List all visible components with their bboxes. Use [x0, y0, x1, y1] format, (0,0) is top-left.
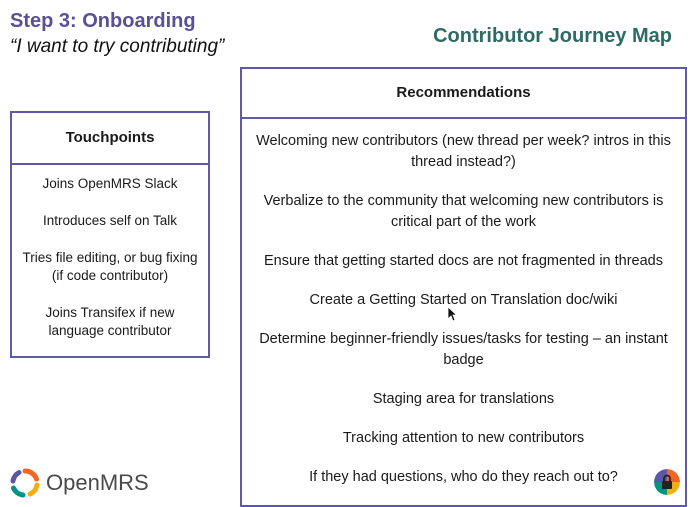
- recommendations-panel: Recommendations Welcoming new contributo…: [240, 67, 687, 507]
- recommendation-item: If they had questions, who do they reach…: [309, 469, 618, 485]
- openmrs-logo-icon: [10, 468, 40, 498]
- touchpoints-panel: Touchpoints Joins OpenMRS Slack Introduc…: [10, 111, 210, 358]
- step-title: Step 3: Onboarding: [10, 10, 196, 32]
- recommendation-item: Verbalize to the community that welcomin…: [263, 193, 664, 230]
- step-quote: “I want to try contributing”: [10, 36, 225, 57]
- journey-map-title: Contributor Journey Map: [433, 25, 672, 47]
- recommendation-item: Welcoming new contributors (new thread p…: [256, 133, 671, 170]
- lock-icon[interactable]: [654, 469, 680, 495]
- touchpoints-header: Touchpoints: [12, 113, 208, 165]
- touchpoint-item: Joins Transifex if new language contribu…: [45, 305, 175, 338]
- recommendations-list: Welcoming new contributors (new thread p…: [242, 119, 685, 488]
- touchpoint-item: Introduces self on Talk: [42, 213, 178, 228]
- recommendation-item: Staging area for translations: [372, 391, 555, 407]
- recommendation-item: Ensure that getting started docs are not…: [264, 253, 663, 269]
- mouse-cursor-icon: [447, 306, 457, 322]
- touchpoint-item: Tries file editing, or bug fixing (if co…: [22, 250, 198, 283]
- logo-text: OpenMRS: [46, 470, 149, 495]
- openmrs-logo: OpenMRS: [10, 468, 149, 498]
- touchpoints-list: Joins OpenMRS Slack Introduces self on T…: [12, 165, 208, 340]
- recommendation-item: Determine beginner-friendly issues/tasks…: [259, 331, 668, 368]
- touchpoint-item: Joins OpenMRS Slack: [42, 176, 178, 191]
- recommendation-item: Create a Getting Started on Translation …: [309, 292, 618, 308]
- recommendation-item: Tracking attention to new contributors: [342, 430, 585, 446]
- recommendations-header: Recommendations: [242, 69, 685, 119]
